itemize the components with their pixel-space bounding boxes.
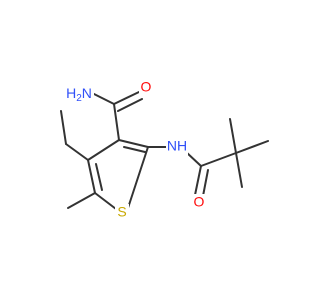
methyl-group	[67, 192, 96, 209]
nh2-n: N	[82, 85, 92, 101]
nh-label-bg	[166, 138, 188, 156]
bond-cpiv-o-a	[194, 165, 202, 196]
nh2-subscript: 2	[76, 93, 82, 104]
nh2-label-bg	[64, 85, 94, 103]
ring-s-label: S	[117, 204, 126, 220]
structure-diagram: H2N O NH O S	[60, 78, 269, 222]
nh2-h: H	[66, 85, 76, 101]
bond-c5-ch3	[67, 192, 96, 209]
amide-nh-label: NH	[167, 138, 187, 154]
bond-cq-me1	[229, 118, 237, 154]
s-label-bg	[115, 204, 129, 222]
bond-cq-me2	[235, 140, 269, 154]
pivaloyl-o-label-bg	[192, 194, 206, 212]
carboxamide-group	[91, 91, 143, 141]
bond-ch2-ch3	[60, 110, 67, 145]
bond-c3-c4	[87, 139, 120, 161]
atom-labels: H2N O NH O S	[64, 79, 206, 222]
bond-cpiv-cq	[200, 152, 237, 167]
amide-o-label: O	[141, 79, 152, 95]
bond-cq-me3	[235, 152, 243, 188]
amide-o-label-bg	[139, 79, 153, 97]
bond-cpiv-o-b	[202, 169, 209, 197]
bond-s-c2	[127, 146, 149, 209]
bond-c3-ccarbonyl	[113, 103, 120, 141]
amide-nh2-label: H2N	[66, 85, 92, 104]
bond-c4-c5-double	[95, 163, 103, 191]
pivaloyl-o-label: O	[194, 194, 205, 210]
bond-c3-c2-double	[123, 146, 146, 153]
bond-c5-s	[94, 192, 117, 210]
bond-co-double-a	[113, 91, 140, 105]
bond-c3-c2	[118, 139, 149, 148]
bond-nh-cpiv	[185, 151, 202, 167]
thiophene-ring	[87, 139, 149, 210]
pivalamide-group	[147, 118, 269, 197]
bond-c4-c5	[87, 159, 96, 194]
bond-co-double-b	[117, 98, 143, 112]
bond-c4-ch2	[65, 143, 89, 161]
bond-c-nh2	[91, 92, 115, 105]
ethyl-group	[60, 110, 89, 161]
